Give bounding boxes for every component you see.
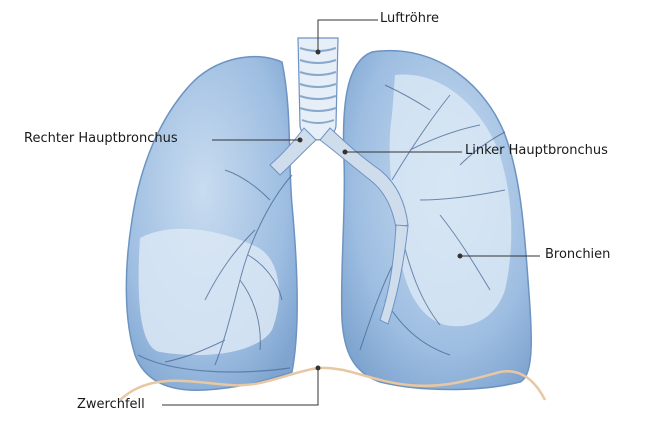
leader-bronchi-dot <box>458 254 462 258</box>
leader-left-bronchus-dot <box>343 150 347 154</box>
leader-trachea-dot <box>316 50 320 54</box>
label-diaphragm: Zwerchfell <box>77 397 145 413</box>
leader-right-bronchus-dot <box>298 138 302 142</box>
left-lung <box>342 51 532 390</box>
label-trachea: Luftröhre <box>380 11 439 27</box>
right-lung <box>126 57 297 391</box>
label-right-main-bronchus: Rechter Hauptbronchus <box>24 131 178 147</box>
leader-diaphragm-dot <box>316 366 320 370</box>
label-bronchi: Bronchien <box>545 247 610 263</box>
label-left-main-bronchus: Linker Hauptbronchus <box>465 143 608 159</box>
